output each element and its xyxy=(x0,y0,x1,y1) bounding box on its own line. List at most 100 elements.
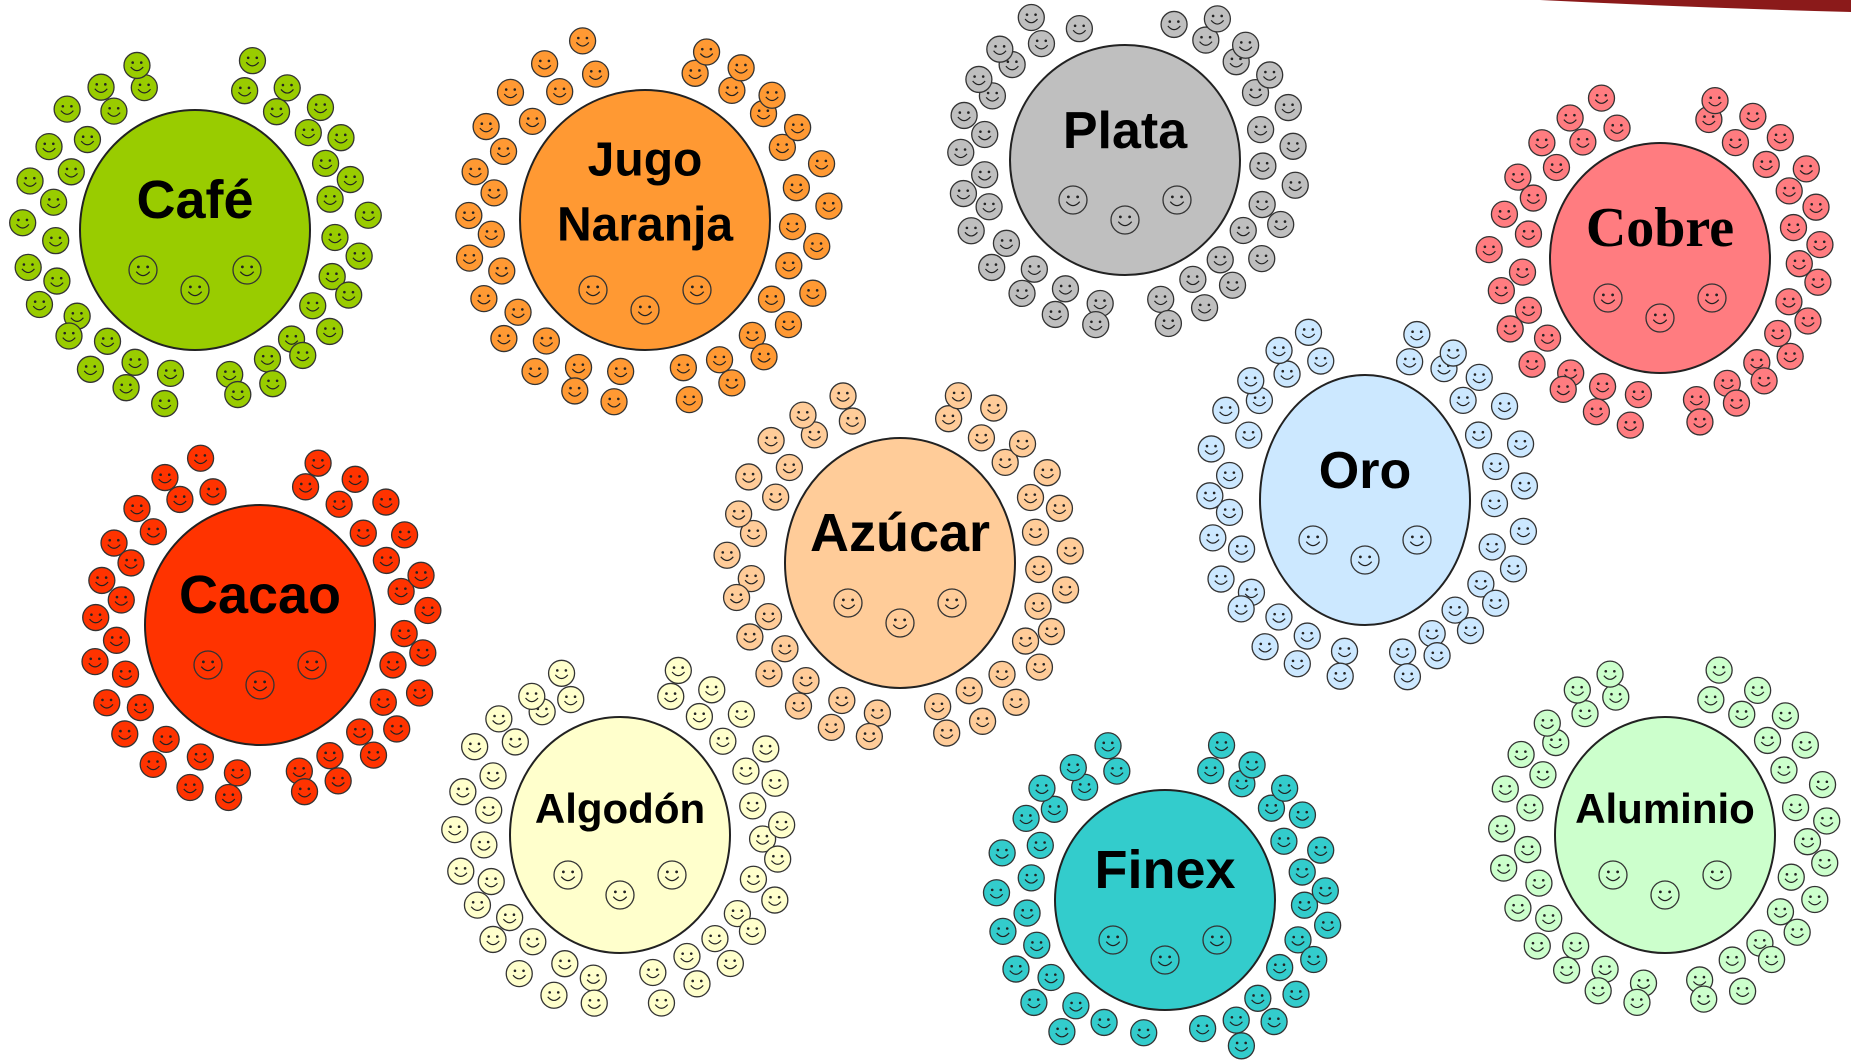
smiley-icon xyxy=(757,285,786,313)
smiley-icon xyxy=(1330,637,1359,665)
smiley-icon xyxy=(1467,570,1495,598)
smiley-icon xyxy=(735,463,763,491)
smiley-icon xyxy=(1222,1006,1250,1034)
smiley-icon xyxy=(485,705,513,733)
smiley-icon xyxy=(496,78,525,107)
smiley-icon xyxy=(1282,980,1310,1008)
smiley-icon xyxy=(1624,380,1653,409)
smiley-icon xyxy=(1251,633,1279,661)
smiley-icon xyxy=(1273,360,1301,388)
smiley-icon xyxy=(223,759,252,787)
smiley-icon xyxy=(318,262,346,291)
smiley-icon xyxy=(1248,190,1276,219)
smiley-icon xyxy=(1229,216,1257,245)
commodity-label: Jugo xyxy=(588,134,703,187)
smiley-icon xyxy=(1103,757,1131,785)
smiley-icon xyxy=(1086,289,1114,318)
smiley-icon xyxy=(1265,336,1293,365)
cluster-oro: Oro xyxy=(1196,318,1539,691)
smiley-icon xyxy=(1697,686,1725,714)
smiley-icon xyxy=(1037,963,1065,992)
smiley-icon xyxy=(449,778,477,806)
smiley-icon xyxy=(488,257,516,285)
smiley-icon xyxy=(1781,793,1810,822)
smiley-icon xyxy=(540,981,568,1009)
smiley-icon xyxy=(1514,835,1542,864)
smiley-icon xyxy=(1785,250,1813,278)
smiley-icon xyxy=(1058,185,1088,215)
smiley-icon xyxy=(76,355,105,383)
smiley-icon xyxy=(1045,494,1074,522)
smiley-icon xyxy=(1569,128,1597,156)
inner-smileys xyxy=(1298,525,1432,575)
smiley-icon xyxy=(111,720,139,748)
smiley-icon xyxy=(1192,26,1220,54)
smiley-icon xyxy=(950,101,978,130)
commodity-circle xyxy=(1009,44,1241,276)
smiley-icon xyxy=(761,769,789,797)
smiley-icon xyxy=(989,917,1017,946)
smiley-icon xyxy=(1478,533,1506,561)
commodity-label: Plata xyxy=(1063,102,1188,160)
smiley-icon xyxy=(1496,315,1524,343)
smiley-icon xyxy=(470,831,498,859)
inner-smileys xyxy=(1593,283,1727,333)
smiley-icon xyxy=(1779,213,1808,242)
smiley-icon xyxy=(214,783,243,812)
smiley-icon xyxy=(1499,555,1528,583)
smiley-icon xyxy=(1288,801,1317,829)
smiley-icon xyxy=(1395,348,1424,376)
smiley-icon xyxy=(88,566,116,595)
smiley-icon xyxy=(975,193,1003,221)
smiley-icon xyxy=(1147,285,1175,314)
smiley-icon xyxy=(1016,483,1045,512)
smiley-icon xyxy=(657,682,685,711)
smiley-icon xyxy=(1596,660,1624,688)
smiley-icon xyxy=(1037,617,1066,646)
smiley-icon xyxy=(817,713,845,742)
smiley-icon xyxy=(475,796,503,824)
smiley-icon xyxy=(1481,589,1510,617)
commodity-circle xyxy=(784,437,1016,689)
smiley-icon xyxy=(799,279,827,307)
smiley-icon xyxy=(581,60,610,88)
smiley-icon xyxy=(1775,177,1803,205)
smiley-icon xyxy=(290,778,319,806)
smiley-icon xyxy=(546,77,574,106)
smiley-icon xyxy=(1051,275,1080,303)
smiley-icon xyxy=(1307,347,1335,375)
smiley-icon xyxy=(988,839,1016,867)
smiley-icon xyxy=(387,577,415,606)
smiley-icon xyxy=(1571,700,1599,728)
smiley-icon xyxy=(1766,123,1794,152)
smiley-icon xyxy=(87,73,115,101)
smiley-icon xyxy=(1402,525,1432,555)
smiley-icon xyxy=(477,867,505,896)
smiley-icon xyxy=(855,722,883,751)
smiley-icon xyxy=(1017,864,1045,892)
smiley-icon xyxy=(306,93,335,122)
smiley-icon xyxy=(1806,230,1834,259)
smiley-crowd xyxy=(81,444,442,812)
smiley-icon xyxy=(530,50,559,78)
smiley-icon xyxy=(986,35,1014,63)
inner-smileys xyxy=(1098,925,1232,975)
smiley-icon xyxy=(1475,236,1503,264)
commodity-label: Café xyxy=(136,170,253,230)
smiley-icon xyxy=(968,707,997,735)
smiley-icon xyxy=(1509,517,1538,546)
smiley-icon xyxy=(180,275,210,305)
smiley-icon xyxy=(578,275,608,305)
commodity-circle xyxy=(144,504,376,746)
smiley-icon xyxy=(1179,265,1207,294)
commodity-circle xyxy=(79,109,311,351)
smiley-icon xyxy=(716,949,745,978)
smiley-icon xyxy=(1523,932,1551,960)
smiley-icon xyxy=(1752,150,1780,179)
smiley-icon xyxy=(1783,918,1811,946)
smiley-icon xyxy=(761,886,789,914)
smiley-icon xyxy=(53,95,81,123)
smiley-icon xyxy=(1202,925,1232,955)
smiley-icon xyxy=(947,138,975,167)
smiley-icon xyxy=(1094,732,1122,760)
